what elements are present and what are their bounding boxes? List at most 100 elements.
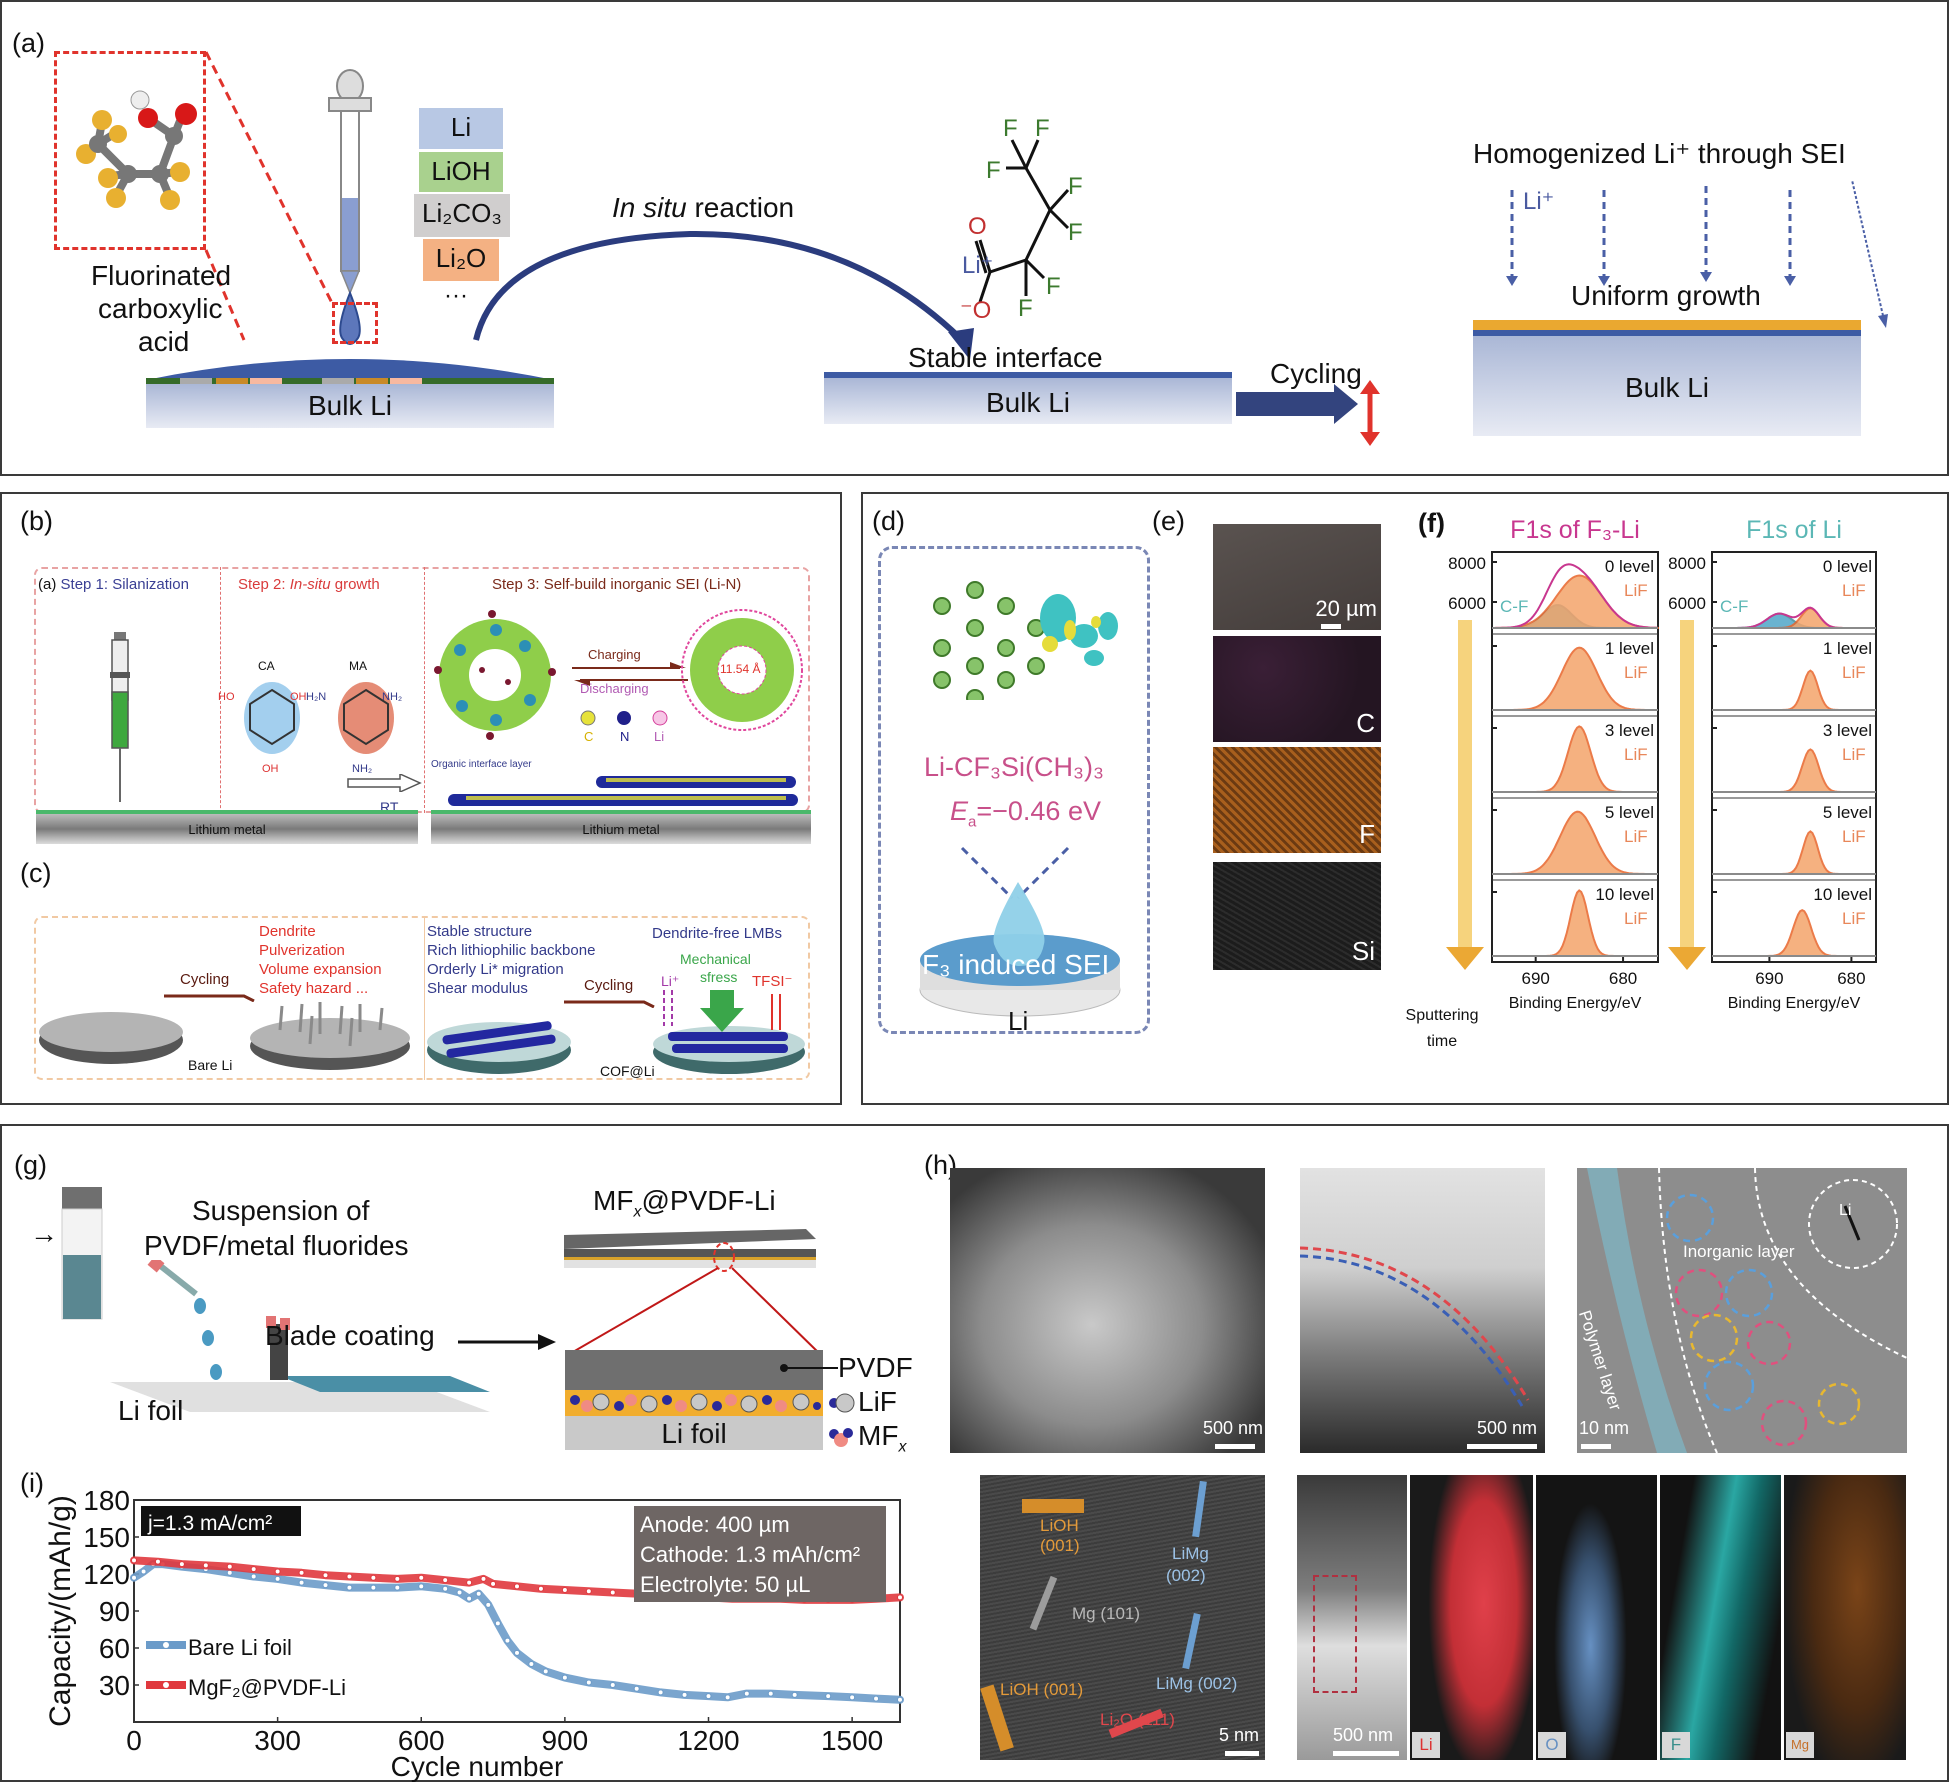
li-foil-label-1: Li foil xyxy=(118,1395,184,1426)
species-li2o: Li₂O xyxy=(423,239,499,281)
in-situ-italic: In situ xyxy=(612,192,687,223)
species-lioh: LiOH xyxy=(419,152,503,192)
li-foil-label-2: Li foil xyxy=(661,1418,727,1449)
molecule-caption-line3: acid xyxy=(138,326,190,357)
data-point xyxy=(485,1601,492,1608)
data-point xyxy=(394,1575,401,1582)
mechanical-stress-line1: Mechanical xyxy=(680,951,751,967)
xps-level-label: 5 level xyxy=(1823,803,1872,822)
data-point xyxy=(394,1584,401,1591)
hrtem-annotations xyxy=(1587,1168,1907,1453)
legend-lithium: Li xyxy=(654,729,665,744)
scale-bar-label-3: 10 nm xyxy=(1579,1418,1630,1438)
y-tick-label: 90 xyxy=(99,1596,130,1627)
step2-italic: In-situ xyxy=(289,576,331,593)
data-point xyxy=(442,1585,449,1592)
ca-group-bottom: OH xyxy=(262,763,279,775)
step2-prefix: Step 2: xyxy=(238,576,290,593)
problem-safety-hazard: Safety hazard ... xyxy=(259,980,369,997)
charging-label: Charging xyxy=(588,647,641,662)
data-point xyxy=(537,1585,544,1592)
bulk-li-label-1: Bulk Li xyxy=(307,390,393,421)
data-point xyxy=(202,1562,209,1569)
series-line-bare-li xyxy=(130,1560,904,1704)
xps-level-label: 1 level xyxy=(1823,639,1872,658)
xps-level-label: 1 level xyxy=(1605,639,1654,658)
sputtering-time-label: Sputtering xyxy=(1406,1007,1479,1024)
cycling-label: Cycling xyxy=(1270,358,1362,389)
xps-level-label: 5 level xyxy=(1605,803,1654,822)
x-tick-label: 600 xyxy=(398,1725,445,1756)
cycling-arrow-icon xyxy=(1236,380,1380,446)
hrtem-sei-image: Li Inorganic layer Polymer layer 10 nm xyxy=(1577,1168,1907,1453)
scale-bar-1 xyxy=(1215,1444,1255,1449)
xps-peak-label: LiF xyxy=(1624,827,1648,846)
benefits-list: Stable structure Rich lithiophilic backb… xyxy=(427,922,595,998)
blade-coating-arrow xyxy=(458,1334,556,1350)
hrtem-lattice-image: LiOH (001) LiMg (002) Mg (101) LiMg (002… xyxy=(980,1475,1265,1760)
data-point xyxy=(585,1679,592,1686)
ma-group-left: H₂N xyxy=(306,691,327,703)
panel-g-label: (g) xyxy=(14,1150,47,1180)
cycling-label-2: Cycling xyxy=(584,977,634,994)
xps-x-axis-label: Binding Energy/eV xyxy=(1509,995,1642,1012)
atom-f: F xyxy=(1046,273,1061,300)
lithium-metal-label-1: Lithium metal xyxy=(188,822,266,837)
data-point xyxy=(250,1573,257,1580)
in-situ-reaction-arrow xyxy=(473,230,974,360)
data-point xyxy=(131,1557,137,1564)
sub-figure-label: (a) xyxy=(38,576,57,593)
reaction-word: reaction xyxy=(686,192,795,223)
cross-section-li-foil: Li foil xyxy=(565,1416,823,1450)
cof-li-stress-disc-icon xyxy=(653,990,805,1074)
data-point xyxy=(466,1579,473,1586)
data-point xyxy=(346,1573,353,1580)
pvdf-pointer xyxy=(780,1364,838,1372)
data-point xyxy=(585,1588,592,1595)
problem-volume-expansion: Volume expansion xyxy=(259,961,382,978)
data-point xyxy=(724,1694,731,1701)
data-point xyxy=(131,1574,137,1581)
eds-map-li: Li xyxy=(1410,1475,1533,1760)
blade-coating-label: Blade coating xyxy=(265,1320,435,1351)
sem-image: 20 µm xyxy=(1213,524,1381,630)
xps-y-tick-label: 8000 xyxy=(1448,554,1486,573)
lattice-li2o-label: Li₂O (111) xyxy=(1100,1710,1175,1729)
eds-map-o-label: O xyxy=(1538,1732,1566,1758)
green-interface-strip-2 xyxy=(431,810,811,814)
ca-label: CA xyxy=(258,659,275,673)
molecule-zoom-connectors xyxy=(204,51,334,341)
data-point xyxy=(154,1558,161,1565)
ma-group-right: NH₂ xyxy=(382,691,403,703)
step2-label: Step 2: In-situ growth xyxy=(238,577,380,592)
data-point xyxy=(897,1594,903,1601)
cycling-arrow-1-icon xyxy=(164,994,255,1002)
li-anode-with-layer xyxy=(146,359,554,384)
data-point xyxy=(528,1661,535,1668)
cross-section-particle-layer xyxy=(565,1390,823,1416)
dendritic-li-disc-icon xyxy=(250,1002,410,1070)
xps-peak-label: LiF xyxy=(1842,581,1866,600)
cross-section-pvdf-layer xyxy=(565,1350,823,1390)
scale-bar-label-1: 500 nm xyxy=(1202,1418,1263,1438)
li-plus-label: Li⁺ xyxy=(661,973,680,989)
data-point xyxy=(480,1575,487,1582)
xps-peak-label: LiF xyxy=(1624,745,1648,764)
scale-bar-4 xyxy=(1225,1751,1259,1756)
benefit-li-migration: Orderly Li* migration xyxy=(427,961,564,978)
data-point xyxy=(514,1583,520,1590)
y-tick-label: 120 xyxy=(83,1559,130,1590)
problem-pulverization: Pulverization xyxy=(259,942,345,959)
y-tick-label: 150 xyxy=(83,1522,130,1553)
sputtering-arrow-head xyxy=(1446,947,1484,970)
cycling-arrow-2-icon xyxy=(564,1000,655,1008)
benefit-lithiophilic-backbone: Rich lithiophilic backbone xyxy=(427,942,596,959)
xps-peak-label: LiF xyxy=(1624,663,1648,682)
sem-scale-bar xyxy=(1321,624,1341,629)
data-point xyxy=(609,1589,616,1596)
ma-label: MA xyxy=(349,659,367,673)
syringe-icon xyxy=(110,632,130,802)
panel-c-label: (c) xyxy=(20,858,52,888)
